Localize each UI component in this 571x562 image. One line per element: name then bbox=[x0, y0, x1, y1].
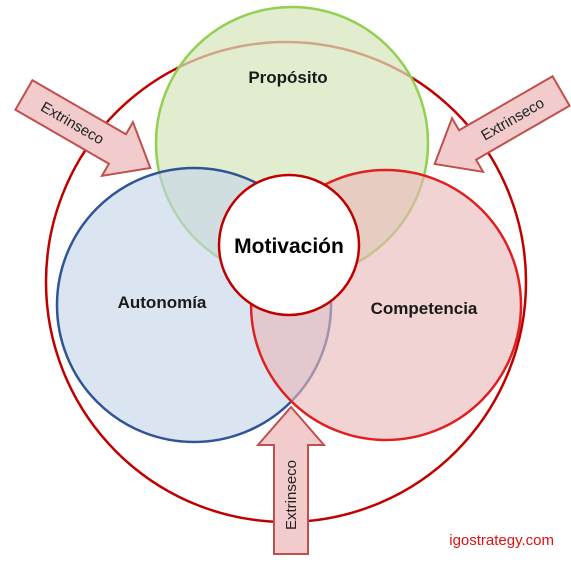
arrow-extrinseco-left: Extrinseco bbox=[14, 78, 152, 178]
label-proposito: Propósito bbox=[248, 68, 327, 87]
arrow-label-bottom: Extrinseco bbox=[283, 460, 300, 530]
center-circle bbox=[217, 173, 361, 317]
label-motivacion: Motivación bbox=[234, 235, 344, 258]
arrow-shape-bottom bbox=[255, 405, 327, 555]
arrow-shape-left bbox=[14, 78, 152, 178]
arrow-shape-right bbox=[433, 74, 571, 174]
label-autonomia: Autonomía bbox=[118, 293, 207, 312]
arrow-extrinseco-bottom: Extrinseco bbox=[255, 405, 327, 555]
arrow-extrinseco-right: Extrinseco bbox=[433, 74, 571, 174]
label-competencia: Competencia bbox=[371, 299, 478, 318]
credit-text: igostrategy.com bbox=[449, 532, 554, 549]
